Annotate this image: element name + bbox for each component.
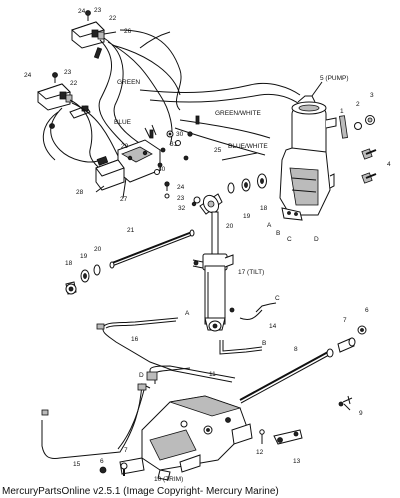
port-letter-c: C — [287, 236, 292, 243]
port-letter-a: A — [267, 222, 272, 229]
pump-label: 5 (PUMP) — [320, 75, 349, 82]
callout-8: 8 — [294, 346, 298, 353]
callout-19: 19 — [243, 213, 251, 220]
leader-lines — [95, 31, 351, 411]
relay-assembly-upper — [71, 10, 105, 49]
tilt-label: 17 (TILT) — [238, 269, 264, 276]
callout-4: 4 — [387, 161, 391, 168]
callout-18: 18 — [65, 260, 73, 267]
callout-23: 23 — [177, 195, 185, 202]
callout-14: 14 — [269, 323, 277, 330]
callout-6: 6 — [365, 307, 369, 314]
callout-24: 24 — [78, 8, 86, 15]
washer-stack-upper — [227, 173, 267, 194]
callout-1: 1 — [340, 108, 344, 115]
callout-20: 20 — [94, 246, 102, 253]
callout-32: 32 — [178, 205, 186, 212]
line-letter-a: A — [185, 310, 190, 317]
callout-27: 27 — [120, 196, 128, 203]
callout-28: 28 — [76, 189, 84, 196]
screw-icon — [85, 10, 91, 16]
wire-label-blue-white: BLUE/WHITE — [228, 143, 268, 150]
pivot-pin — [109, 229, 195, 269]
callout-29: 29 — [121, 143, 129, 150]
wire-label-green: GREEN — [117, 79, 140, 86]
wire-label-green-white: GREEN/WHITE — [215, 110, 262, 117]
callout-23: 23 — [64, 69, 72, 76]
tilt-cylinder — [192, 193, 235, 332]
callout-26: 26 — [124, 28, 132, 35]
callout-2: 2 — [356, 101, 360, 108]
callout-22: 22 — [109, 15, 117, 22]
solenoid-bracket — [95, 139, 163, 191]
callout-31: 31 — [170, 141, 178, 148]
callout-13: 13 — [293, 458, 301, 465]
washer-stack-lower — [65, 264, 101, 295]
trim-label: 10 (TRIM) — [154, 476, 183, 483]
callout-25: 25 — [214, 147, 222, 154]
callout-23: 23 — [94, 7, 102, 14]
wire-label-blue: BLUE — [114, 119, 132, 126]
port-letter-b: B — [276, 230, 280, 237]
callout-19: 19 — [80, 253, 88, 260]
callout-7: 7 — [343, 317, 347, 324]
copyright-footer: MercuryPartsOnline v2.5.1 (Image Copyrig… — [2, 486, 279, 497]
callout-11: 11 — [209, 371, 216, 378]
callout-15: 15 — [73, 461, 81, 468]
callout-12: 12 — [256, 449, 264, 456]
callout-3: 3 — [370, 92, 374, 99]
callout-24: 24 — [177, 184, 185, 191]
callout-21: 21 — [127, 227, 135, 234]
line-letter-b: B — [262, 340, 266, 347]
pump-hardware — [339, 115, 377, 184]
trim-cylinder — [119, 395, 253, 481]
callout-30: 30 — [158, 166, 166, 173]
screw-icon — [52, 72, 58, 78]
pump-assembly — [279, 95, 337, 221]
callout-22: 22 — [70, 80, 78, 87]
line-letter-c: C — [275, 295, 280, 302]
callout-18: 18 — [260, 205, 268, 212]
callout-9: 9 — [359, 410, 363, 417]
trim-hardware — [99, 429, 303, 476]
callout-6: 6 — [100, 458, 104, 465]
callout-20: 20 — [226, 223, 234, 230]
small-hardware — [154, 130, 193, 199]
callout-7: 7 — [124, 447, 128, 454]
callout-30: 30 — [176, 131, 184, 138]
rod-end-hardware — [337, 325, 367, 407]
callout-16: 16 — [131, 336, 139, 343]
pivot-hardware — [191, 196, 201, 207]
trim-rod — [239, 348, 334, 404]
relay-assembly-lower — [37, 72, 91, 129]
callout-24: 24 — [24, 72, 32, 79]
wire-harness — [42, 29, 306, 176]
line-letter-d: D — [139, 372, 144, 379]
port-letter-d: D — [314, 236, 319, 243]
hydraulic-lines — [41, 302, 277, 459]
